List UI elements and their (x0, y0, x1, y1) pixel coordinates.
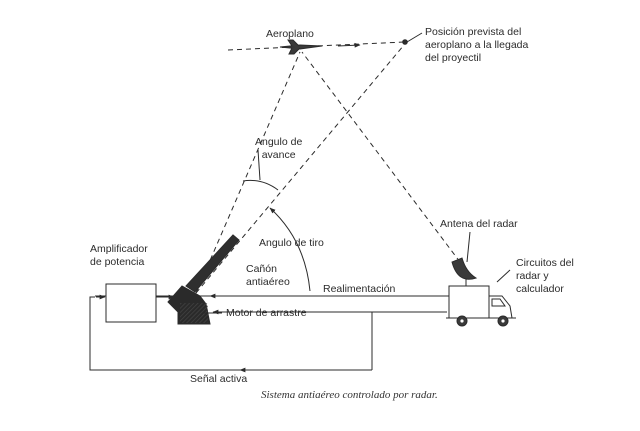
predicted-position-leader (406, 32, 423, 43)
label-aeroplano: Aeroplano (266, 28, 314, 40)
circuits-label-leader (496, 269, 511, 283)
flight-path-line (227, 41, 406, 51)
flight-direction-arrow (337, 42, 361, 48)
label-circuitos: Circuitos del radar y calculador (516, 257, 574, 295)
label-angulo-tiro: Angulo de tiro (259, 237, 324, 249)
cannon-barrel (185, 234, 240, 293)
line-of-fire (195, 44, 405, 294)
radar-antenna-icon (451, 257, 478, 286)
antenna-label-leader (466, 231, 471, 263)
airplane-icon (279, 39, 323, 55)
label-posicion-prevista: Posición prevista del aeroplano a la lle… (425, 26, 529, 64)
label-amplificador: Amplificador de potencia (90, 243, 148, 268)
label-realimentacion: Realimentación (323, 283, 396, 295)
label-senal-activa: Señal activa (190, 373, 248, 385)
label-canon: Cañón antiaéreo (246, 263, 290, 288)
fire-angle-arc (269, 207, 311, 292)
radar-beam-line (301, 51, 461, 263)
active-signal-loop (89, 296, 372, 371)
figure-caption: Sistema antiaéreo controlado por radar. (261, 389, 438, 401)
predicted-position-dot (402, 39, 408, 45)
line-of-sight-airplane (195, 51, 301, 294)
label-antena-radar: Antena del radar (440, 218, 518, 230)
amplifier-box (105, 283, 157, 323)
lead-angle-pointer (257, 149, 261, 181)
label-angulo-avance: Angulo de avance (255, 136, 303, 161)
label-motor-arrastre: Motor de arrastre (226, 307, 307, 319)
cannon-mount-hatch (180, 303, 208, 323)
radar-truck (446, 285, 516, 327)
lead-angle-arc (242, 179, 279, 191)
